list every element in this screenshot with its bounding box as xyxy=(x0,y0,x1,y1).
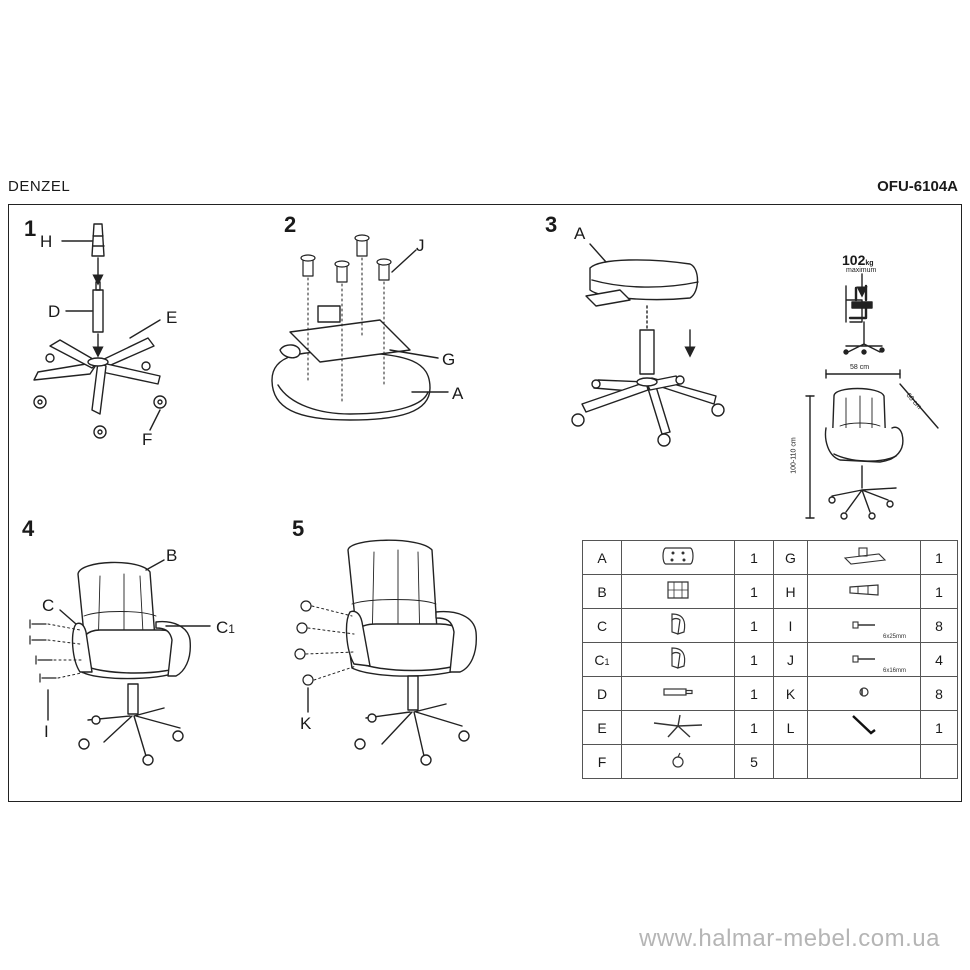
armrest-icon xyxy=(621,608,735,643)
hex-key-icon xyxy=(807,710,921,745)
part-dimension: 6x25mm xyxy=(882,634,906,640)
label-f: F xyxy=(142,430,153,449)
part-letter: B xyxy=(582,574,622,609)
max-load-value: 102 xyxy=(842,252,866,268)
part-quantity: 1 xyxy=(920,540,958,575)
step-number-1: 1 xyxy=(24,216,37,241)
part-letter-text: A xyxy=(597,549,607,566)
step2-drawing xyxy=(271,234,449,421)
height-dimension: 100-110 cm xyxy=(790,437,798,474)
part-quantity: 1 xyxy=(734,710,774,745)
step5-drawing xyxy=(294,539,477,766)
max-load-drawing xyxy=(843,273,885,355)
base-icon xyxy=(621,710,735,745)
part-quantity xyxy=(920,744,958,779)
width-dimension: 58 cm xyxy=(850,364,870,371)
empty-cell xyxy=(807,744,921,779)
part-letter: G xyxy=(773,540,808,575)
seat-icon xyxy=(621,540,735,575)
part-quantity: 1 xyxy=(734,642,774,677)
label-k: K xyxy=(300,714,312,733)
part-quantity: 5 xyxy=(734,744,774,779)
armrest-icon xyxy=(621,642,735,677)
caster-icon xyxy=(621,744,735,779)
model-code: OFU-6104A xyxy=(877,178,958,195)
label-c: C xyxy=(42,596,55,615)
part-letter-text: D xyxy=(596,685,608,702)
max-load-caption: maximum xyxy=(846,267,877,274)
label-c1: C1 xyxy=(216,618,235,638)
part-quantity: 1 xyxy=(920,710,958,745)
part-quantity: 1 xyxy=(734,676,774,711)
step-number-2: 2 xyxy=(284,212,297,237)
part-quantity: 8 xyxy=(920,608,958,643)
part-letter: D xyxy=(582,676,622,711)
gas-lift-icon xyxy=(621,676,735,711)
label-j: J xyxy=(416,236,425,255)
bolt-icon: 6x16mm xyxy=(807,642,921,677)
max-load-label: 102kg xyxy=(842,252,874,270)
label-g: G xyxy=(442,350,456,369)
label-a: A xyxy=(452,384,464,403)
step-number-3: 3 xyxy=(545,212,558,237)
backrest-icon xyxy=(621,574,735,609)
step-number-5: 5 xyxy=(292,516,305,541)
part-letter-sub: 1 xyxy=(604,656,610,667)
cap-icon xyxy=(807,676,921,711)
part-letter-text: E xyxy=(597,719,607,736)
part-quantity: 1 xyxy=(734,540,774,575)
part-letter xyxy=(773,744,808,779)
part-letter-text: C xyxy=(594,651,605,668)
part-letter: F xyxy=(582,744,622,779)
part-letter: I xyxy=(773,608,808,643)
bolt-icon: 6x25mm xyxy=(807,608,921,643)
label-c1-sub: 1 xyxy=(228,622,235,636)
part-letter: A xyxy=(582,540,622,575)
part-letter-text: C xyxy=(596,617,608,634)
instructions-frame xyxy=(8,204,962,802)
part-letter: K xyxy=(773,676,808,711)
part-quantity: 1 xyxy=(734,608,774,643)
step1-drawing xyxy=(33,223,167,439)
part-quantity: 1 xyxy=(920,574,958,609)
part-letter: E xyxy=(582,710,622,745)
dimensions-drawing xyxy=(805,369,939,520)
label-h: H xyxy=(40,232,53,251)
part-dimension: 6x16mm xyxy=(882,668,906,674)
part-letter: C xyxy=(582,608,622,643)
part-quantity: 8 xyxy=(920,676,958,711)
model-name: DENZEL xyxy=(8,178,71,195)
label-d: D xyxy=(48,302,61,321)
max-load-unit: kg xyxy=(865,260,874,267)
part-letter: H xyxy=(773,574,808,609)
part-letter: L xyxy=(773,710,808,745)
part-quantity: 1 xyxy=(734,574,774,609)
label-b: B xyxy=(166,546,178,565)
part-letter-text: B xyxy=(597,583,607,600)
step3-drawing xyxy=(571,243,725,447)
mechanism-icon xyxy=(807,540,921,575)
gas-cover-icon xyxy=(807,574,921,609)
step4-drawing xyxy=(29,559,211,766)
label-c1-letter: C xyxy=(216,618,229,637)
label-a-step3: A xyxy=(574,224,586,243)
part-letter: C1 xyxy=(582,642,622,677)
part-quantity: 4 xyxy=(920,642,958,677)
label-i: I xyxy=(44,722,49,741)
part-letter-text: F xyxy=(597,753,607,770)
label-e: E xyxy=(166,308,178,327)
step-number-4: 4 xyxy=(22,516,35,541)
website-watermark: www.halmar-mebel.com.ua xyxy=(639,925,940,952)
part-letter: J xyxy=(773,642,808,677)
